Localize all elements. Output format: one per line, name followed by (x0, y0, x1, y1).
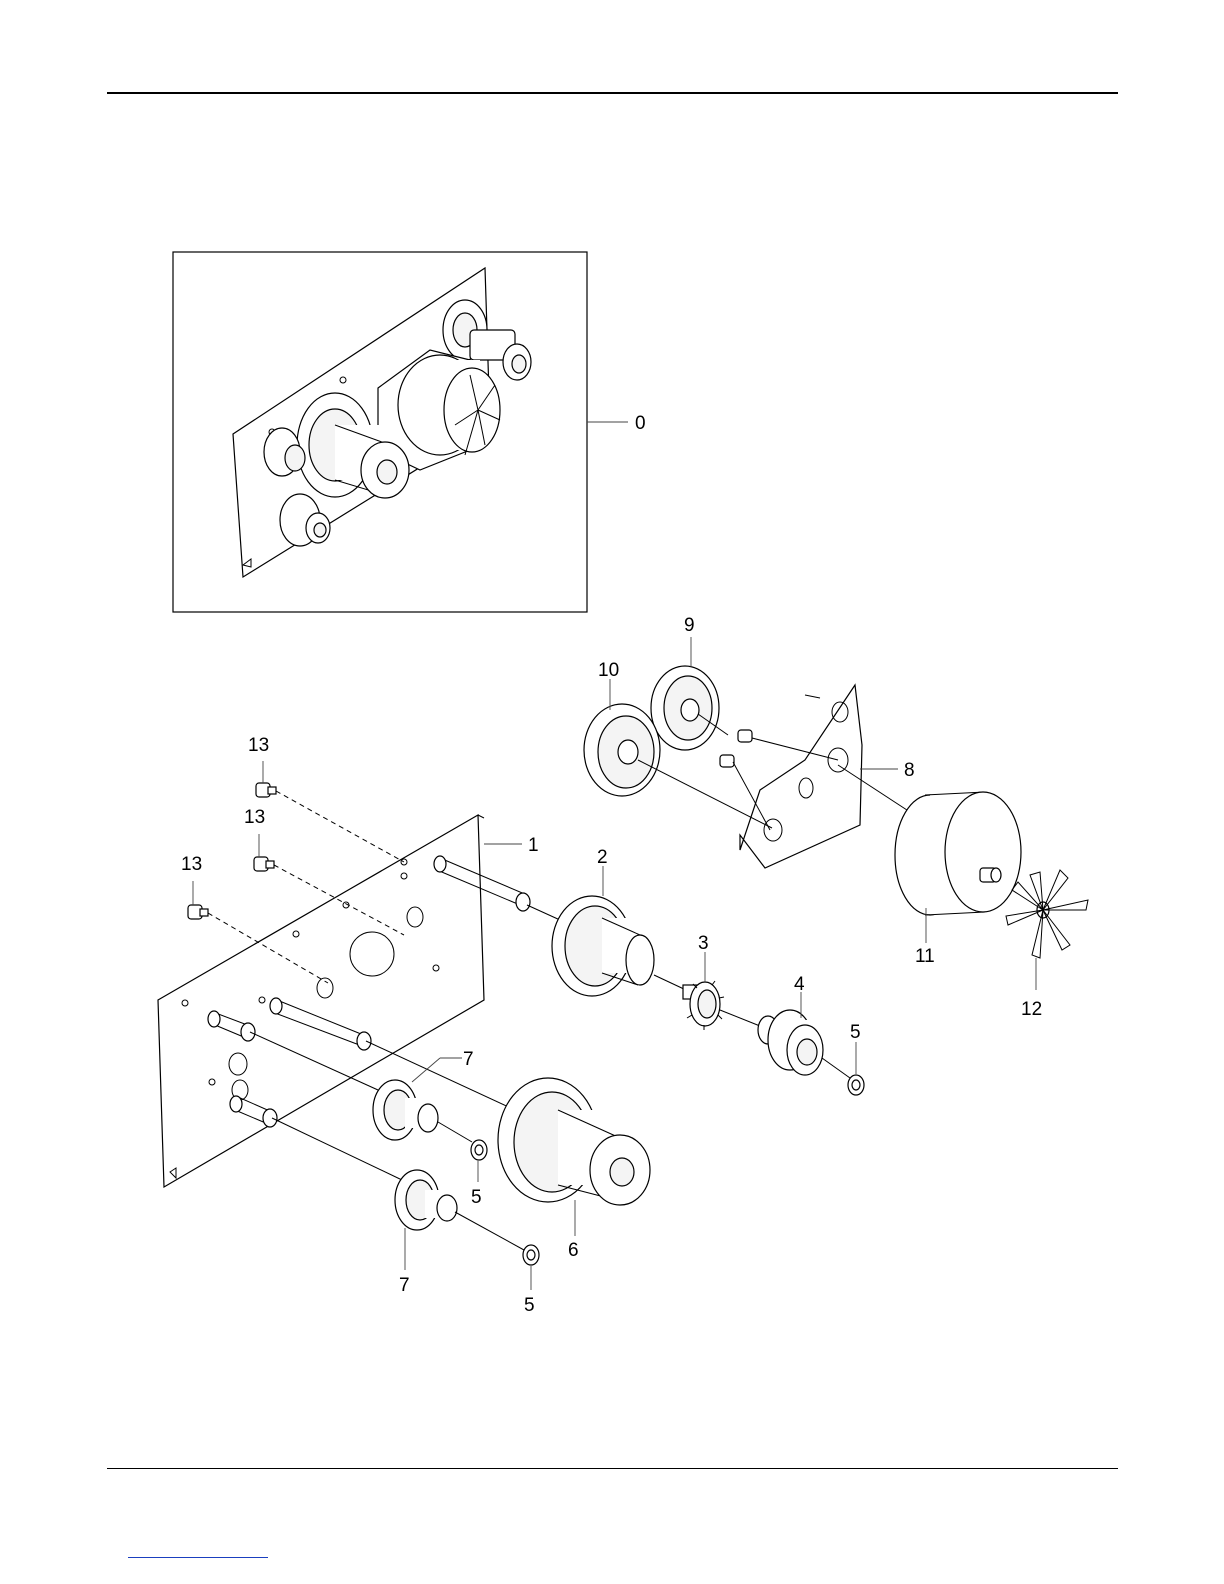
gear (683, 981, 760, 1030)
callout-8: 8 (904, 760, 915, 781)
pulley-9 (651, 666, 728, 750)
fan (1006, 870, 1088, 958)
motor (838, 765, 1021, 915)
callout-9: 9 (684, 615, 695, 636)
callout-6: 6 (568, 1240, 579, 1261)
callout-7-b: 7 (399, 1275, 410, 1296)
callout-12: 12 (1021, 999, 1042, 1020)
callout-0: 0 (635, 413, 646, 434)
callout-5-c: 5 (524, 1295, 535, 1316)
callout-5-b: 5 (471, 1187, 482, 1208)
motor-bracket (720, 685, 862, 868)
callout-3: 3 (698, 933, 709, 954)
flanged-sleeve (527, 896, 686, 996)
main-plate (158, 815, 530, 1187)
bushing (758, 1010, 850, 1078)
callout-5-a: 5 (850, 1022, 861, 1043)
assembly-inset (173, 252, 587, 612)
callout-1: 1 (528, 835, 539, 856)
callout-4: 4 (794, 974, 805, 995)
callout-11: 11 (915, 946, 935, 967)
callout-13-a: 13 (248, 735, 269, 756)
callout-2: 2 (597, 847, 608, 868)
callout-10: 10 (598, 660, 619, 681)
callout-7-a: 7 (463, 1049, 474, 1070)
callout-13-c: 13 (181, 854, 202, 875)
callout-13-b: 13 (244, 807, 265, 828)
